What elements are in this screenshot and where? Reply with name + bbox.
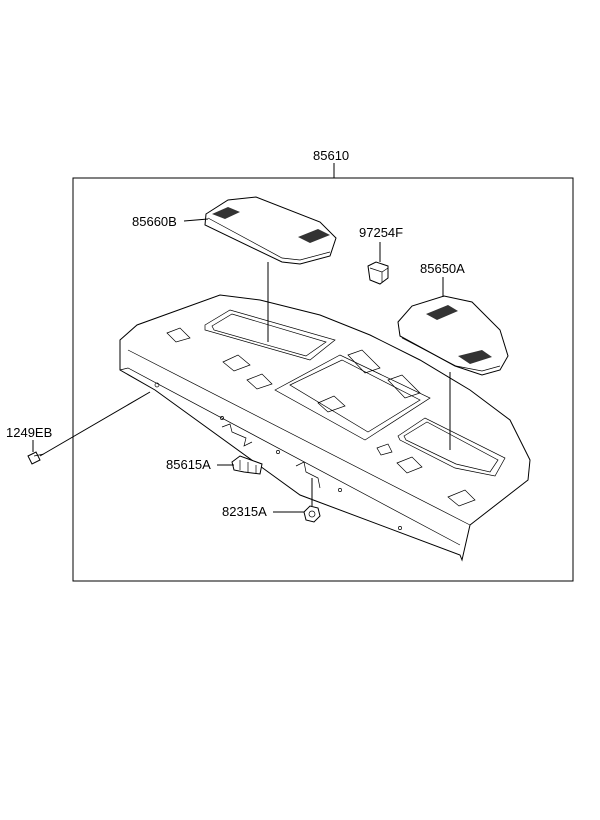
diagram-frame (72, 177, 574, 582)
clip-97254F (367, 261, 389, 285)
label-82315A: 82315A (222, 504, 267, 519)
fastener-82315A (303, 505, 321, 523)
label-85610: 85610 (313, 148, 349, 163)
label-85615A: 85615A (166, 457, 211, 472)
grille-mesh-a (212, 207, 240, 219)
label-85650A: 85650A (420, 261, 465, 276)
label-1249EB: 1249EB (6, 425, 52, 440)
grille-mesh-d (458, 350, 492, 364)
grille-mesh-b (298, 229, 330, 243)
leader-1249EB-to-panel (39, 391, 151, 457)
speaker-grille-85650A (397, 295, 509, 376)
leader-85660B (183, 218, 209, 222)
package-tray-panel (119, 294, 531, 562)
screw-1249EB (27, 451, 45, 465)
label-85660B: 85660B (132, 214, 177, 229)
grille-mesh-c (426, 305, 458, 320)
bracket-85615A (231, 455, 263, 475)
label-97254F: 97254F (359, 225, 403, 240)
speaker-grille-85660B (204, 196, 337, 265)
